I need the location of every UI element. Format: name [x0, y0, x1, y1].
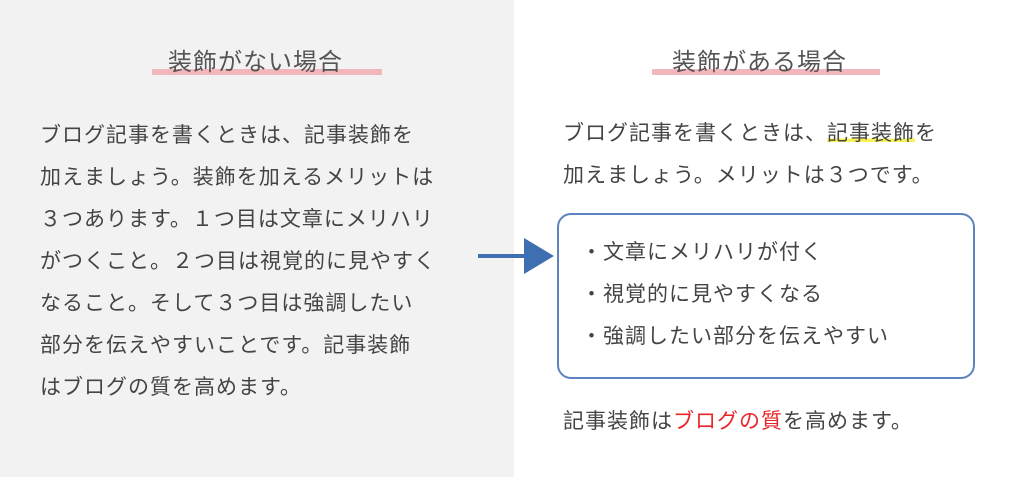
- text: 加えましょう。メリットは３つです。: [563, 163, 934, 187]
- left-panel-without-decoration: 装飾がない場合 ブログ記事を書くときは、記事装飾を 加えましょう。装飾を加えるメ…: [0, 0, 514, 477]
- list-item: ・強調したい部分を伝えやすい: [581, 324, 889, 348]
- left-line: はブログの質を高めます。: [40, 375, 302, 399]
- left-line: なること。そして３つ目は強調したい: [40, 291, 414, 315]
- list-item: ・文章にメリハリが付く: [581, 240, 823, 264]
- text: 記事装飾は: [563, 409, 673, 433]
- emphasized-text: ブログの質: [673, 409, 783, 433]
- left-title: 装飾がない場合: [168, 48, 343, 76]
- title-underline: [652, 69, 880, 75]
- left-paragraph: ブログ記事を書くときは、記事装飾を 加えましょう。装飾を加えるメリットは ３つあ…: [40, 114, 436, 408]
- closing-sentence: 記事装飾はブログの質を高めます。: [563, 400, 913, 442]
- left-line: 加えましょう。装飾を加えるメリットは: [40, 165, 435, 189]
- left-line: 部分を伝えやすいことです。記事装飾: [40, 333, 412, 357]
- merit-list-box: ・文章にメリハリが付く ・視覚的に見やすくなる ・強調したい部分を伝えやすい: [557, 213, 975, 379]
- right-title: 装飾がある場合: [672, 48, 847, 76]
- list-item: ・視覚的に見やすくなる: [581, 282, 823, 306]
- merit-list: ・文章にメリハリが付く ・視覚的に見やすくなる ・強調したい部分を伝えやすい: [581, 231, 889, 357]
- left-line: がつくこと。２つ目は視覚的に見やすく: [40, 249, 436, 273]
- text: を: [915, 121, 937, 145]
- left-line: ブログ記事を書くときは、記事装飾を: [40, 123, 414, 147]
- title-underline: [152, 69, 382, 75]
- text: ブログ記事を書くときは、: [563, 121, 827, 145]
- left-line: ３つあります。１つ目は文章にメリハリ: [40, 207, 434, 231]
- text: を高めます。: [783, 409, 913, 433]
- highlighted-text: 記事装飾: [827, 121, 915, 145]
- right-paragraph: ブログ記事を書くときは、記事装飾を 加えましょう。メリットは３つです。: [563, 112, 937, 196]
- arrow-right-icon: [478, 238, 554, 274]
